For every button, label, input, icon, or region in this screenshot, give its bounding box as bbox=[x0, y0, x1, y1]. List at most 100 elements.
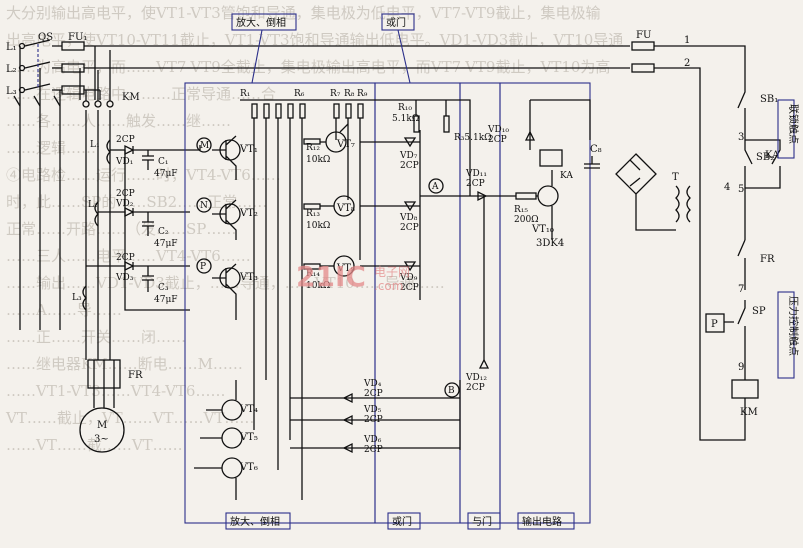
background-text-line: 正常……开路……（发……SP…… bbox=[6, 220, 237, 238]
label-R10-val: 5.1kΩ bbox=[392, 114, 419, 124]
label-Lc: L₃ bbox=[72, 293, 82, 303]
label-QS: QS bbox=[38, 32, 53, 43]
label-VD1: VD₁ bbox=[115, 157, 133, 167]
power-input: L₁ L₂ L₃ QS FU₁ FU 1 2 bbox=[6, 30, 746, 330]
label-C2: C₂ bbox=[158, 227, 169, 237]
section-boxes bbox=[184, 82, 591, 524]
label-VD5: VD₅ bbox=[363, 405, 382, 415]
node-P: P bbox=[200, 262, 206, 272]
label-C8: C₈ bbox=[590, 144, 602, 155]
label-VT6: VT₆ bbox=[239, 462, 258, 473]
transistor-vt7: R₁₂ 10kΩ VT₇ bbox=[303, 123, 355, 165]
label-VD6-type: 2CP bbox=[364, 445, 383, 455]
label-R9: R₉ bbox=[357, 89, 368, 99]
label-VT2: VT₂ bbox=[239, 208, 258, 219]
sensor-branch-2: L₂ 2CP VD₂ C₂ 47μF bbox=[88, 189, 190, 249]
label-VT10: VT₁₀ bbox=[531, 224, 554, 235]
label-FU1: FU₁ bbox=[68, 32, 87, 43]
node-B: B bbox=[448, 386, 455, 396]
label-L1: L₁ bbox=[6, 42, 17, 53]
background-text-line: 出高电平，使VT10-VT11截止，VT1-VT3饱和导通输出低电平。VD1-V… bbox=[6, 31, 624, 49]
transistor-vt6: VT₆ bbox=[194, 457, 258, 500]
label-FU: FU bbox=[636, 30, 651, 41]
callout-bottom-or: 或门 bbox=[392, 515, 412, 528]
background-text-line: ……VT……截……VT…… bbox=[6, 436, 183, 454]
label-VT1: VT₁ bbox=[239, 144, 258, 155]
background-text-line: 时，此……SP的……SB2……正常…… bbox=[6, 193, 268, 211]
label-C3-val: 47μF bbox=[154, 295, 178, 305]
label-R7: R₇ bbox=[330, 89, 341, 99]
label-R8: R₈ bbox=[344, 89, 355, 99]
background-text-line: 大分别输出高电平，使VT1-VT3管饱和导通，集电极为低电平，VT7-VT9截止… bbox=[6, 4, 601, 22]
background-text-line: ……三人……电平……VT4-VT6…… bbox=[6, 247, 251, 265]
transistor-vt5: VT₅ bbox=[200, 427, 258, 449]
label-VD7-type: 2CP bbox=[400, 161, 419, 171]
label-R1: R₁ bbox=[240, 89, 250, 99]
label-R3: R₃5.1kΩ bbox=[454, 133, 492, 143]
background-text-line: ……各……人……触发……继…… bbox=[6, 112, 232, 130]
watermark-main: 21IC bbox=[296, 260, 366, 293]
callout-self-lock: 联锁触点 bbox=[787, 104, 800, 144]
motor-phase: 3~ bbox=[94, 434, 109, 445]
label-C3: C₃ bbox=[158, 283, 169, 293]
label-VD7: VD₇ bbox=[399, 151, 418, 161]
label-VD9: VD₉ bbox=[399, 273, 418, 283]
bottom-callouts: 放大、倒相 或门 与门 输出电路 bbox=[225, 512, 575, 530]
watermark-domain: .com bbox=[374, 279, 403, 293]
label-C1: C₁ bbox=[158, 157, 169, 167]
sensor-branch-1: L₁ 2CP VD₁ C₁ 47μF bbox=[90, 135, 201, 179]
label-La: L₁ bbox=[90, 140, 100, 150]
label-VD1-type: 2CP bbox=[116, 135, 135, 145]
label-VD8: VD₈ bbox=[399, 213, 418, 223]
label-KA-coil: KA bbox=[560, 171, 573, 181]
label-n7: 7 bbox=[738, 284, 744, 295]
callout-top-or: 或门 bbox=[386, 16, 406, 29]
label-VD6: VD₆ bbox=[363, 435, 382, 445]
motor-label: M bbox=[97, 420, 107, 431]
label-VD4: VD₄ bbox=[363, 379, 382, 389]
callout-top-amp: 放大、倒相 bbox=[236, 16, 286, 29]
label-Lb: L₂ bbox=[88, 200, 98, 210]
watermark-sub: 电子网 bbox=[374, 265, 410, 279]
background-text-line: ……为高电平，而……VT7-VT9全截止，集电极输出高电平，而VT7-VT9截止… bbox=[6, 58, 611, 76]
label-SP: SP bbox=[752, 306, 766, 317]
transistor-vt4: VT₄ bbox=[206, 380, 258, 421]
label-n1: 1 bbox=[684, 35, 690, 46]
background-text-line: ……继电器KM……断电……M…… bbox=[6, 355, 243, 373]
label-n5: 5 bbox=[738, 184, 744, 195]
or-gate-bottom: VD₄ 2CP VD₅ 2CP VD₆ 2CP B VD₁₂ 2CP bbox=[290, 196, 490, 455]
label-VT10-type: 3DK4 bbox=[536, 238, 564, 249]
label-n3: 3 bbox=[738, 132, 744, 143]
side-callouts: 联锁触点 压力控制触点 bbox=[777, 99, 800, 379]
background-text-line: ……VT1-VT3……VT4-VT6…… bbox=[6, 382, 226, 400]
label-R13-val: 10kΩ bbox=[306, 221, 330, 231]
label-R12-val: 10kΩ bbox=[306, 155, 330, 165]
label-R13: R₁₃ bbox=[306, 209, 320, 219]
callout-pressure: 压力控制触点 bbox=[787, 296, 800, 356]
label-VD5-type: 2CP bbox=[364, 415, 383, 425]
background-text-line: ……A……导…… bbox=[6, 301, 122, 319]
label-C1-val: 47μF bbox=[154, 169, 178, 179]
label-VD9-type: 2CP bbox=[400, 283, 419, 293]
label-VT4: VT₄ bbox=[239, 404, 258, 415]
callout-bottom-amp: 放大、倒相 bbox=[230, 515, 280, 528]
label-VD12: VD₁₂ bbox=[465, 373, 487, 383]
label-VD10-type: 2CP bbox=[488, 135, 507, 145]
label-R15: R₁₅ bbox=[514, 205, 528, 215]
label-R14-val: 10kΩ bbox=[306, 281, 330, 291]
label-VT7: VT₇ bbox=[336, 139, 355, 150]
label-KM-coil: KM bbox=[740, 407, 758, 418]
background-text-line: ④电路检……运行……时，VT4-VT6…… bbox=[6, 166, 281, 184]
label-n9: 9 bbox=[738, 362, 744, 373]
label-KA-contact: KA bbox=[765, 150, 780, 161]
label-SB1: SB₁ bbox=[760, 94, 778, 105]
label-VD11-type: 2CP bbox=[466, 179, 485, 189]
callout-bottom-out: 输出电路 bbox=[522, 515, 562, 528]
label-R14: R₁₄ bbox=[306, 269, 320, 279]
or-gate-top: VD₇ 2CP VD₈ 2CP VD₉ 2CP A bbox=[360, 130, 470, 300]
transistor-vt9: R₁₄ 10kΩ VT₉ bbox=[303, 255, 355, 291]
label-T: T bbox=[672, 172, 679, 183]
label-R12: R₁₂ bbox=[306, 143, 320, 153]
watermark: 21IC 电子网 .com bbox=[296, 260, 410, 293]
